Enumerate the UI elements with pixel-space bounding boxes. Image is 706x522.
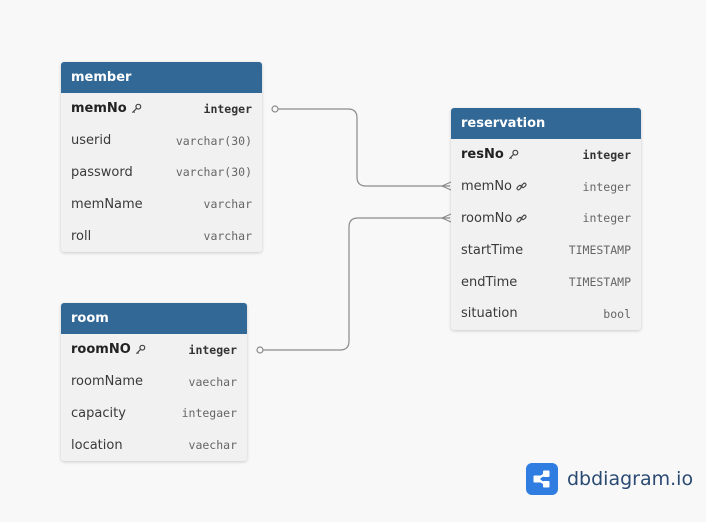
key-icon <box>131 104 142 114</box>
table-row[interactable]: password varchar(30) <box>61 157 262 189</box>
column-type: varchar <box>203 197 252 212</box>
table-room[interactable]: room roomNO integer roomName vaechar cap… <box>61 303 247 461</box>
table-row[interactable]: userid varchar(30) <box>61 125 262 157</box>
table-row[interactable]: situation bool <box>451 298 641 330</box>
table-row[interactable]: startTime TIMESTAMP <box>451 234 641 266</box>
column-type: TIMESTAMP <box>568 275 631 290</box>
table-row[interactable]: roll varchar <box>61 220 262 252</box>
column-type: integaer <box>181 406 237 421</box>
link-icon <box>516 214 527 223</box>
table-row[interactable]: memNo integer <box>61 93 262 125</box>
table-row[interactable]: location vaechar <box>61 429 247 461</box>
share-icon <box>526 463 558 495</box>
many-end-marker <box>441 181 452 191</box>
table-row[interactable]: roomNO integer <box>61 334 247 366</box>
one-end-marker <box>271 105 279 113</box>
many-end-marker <box>441 213 452 223</box>
table-row[interactable]: memNo integer <box>451 171 641 203</box>
column-name: roomName <box>71 374 143 390</box>
table-row[interactable]: capacity integaer <box>61 398 247 430</box>
column-name: memNo <box>461 179 513 195</box>
table-reservation[interactable]: reservation resNo integer memNo integer … <box>451 108 641 330</box>
column-type: varchar(30) <box>175 133 252 148</box>
column-type: integer <box>582 211 631 226</box>
column-name: roomNO <box>71 342 131 358</box>
column-type: varchar(30) <box>175 165 252 180</box>
one-end-marker <box>256 346 264 354</box>
column-name: endTime <box>461 274 518 290</box>
column-name: userid <box>71 133 112 149</box>
table-header[interactable]: reservation <box>451 108 641 139</box>
table-header[interactable]: room <box>61 303 247 334</box>
column-type: integer <box>582 179 631 194</box>
column-name: location <box>71 437 123 453</box>
key-icon <box>508 150 519 160</box>
column-type: vaechar <box>188 438 237 453</box>
table-header[interactable]: member <box>61 62 262 93</box>
key-icon <box>135 345 146 355</box>
column-name: roomNo <box>461 210 513 226</box>
column-name: memNo <box>71 101 127 117</box>
column-name: capacity <box>71 405 126 421</box>
relationship-room-reservation[interactable] <box>261 217 450 351</box>
column-type: vaechar <box>188 374 237 389</box>
link-icon <box>516 182 527 191</box>
brand-logo-link[interactable]: dbdiagram.io <box>526 463 693 495</box>
table-row[interactable]: memName varchar <box>61 188 262 220</box>
column-type: varchar <box>203 229 252 244</box>
column-name: memName <box>71 196 143 212</box>
column-name: situation <box>461 306 518 322</box>
column-type: integer <box>188 342 237 357</box>
table-row[interactable]: endTime TIMESTAMP <box>451 266 641 298</box>
column-name: password <box>71 164 133 180</box>
table-row[interactable]: roomNo integer <box>451 203 641 235</box>
column-type: integer <box>203 101 252 116</box>
table-member[interactable]: member memNo integer userid varchar(30) … <box>61 62 262 252</box>
column-name: roll <box>71 228 92 244</box>
relationship-member-reservation[interactable] <box>276 108 450 187</box>
table-row[interactable]: resNo integer <box>451 139 641 171</box>
column-type: bool <box>603 306 631 321</box>
brand-name: dbdiagram.io <box>567 468 694 490</box>
column-name: startTime <box>461 242 524 258</box>
column-name: resNo <box>461 147 504 163</box>
column-type: integer <box>582 147 631 162</box>
table-row[interactable]: roomName vaechar <box>61 366 247 398</box>
column-type: TIMESTAMP <box>568 243 631 258</box>
